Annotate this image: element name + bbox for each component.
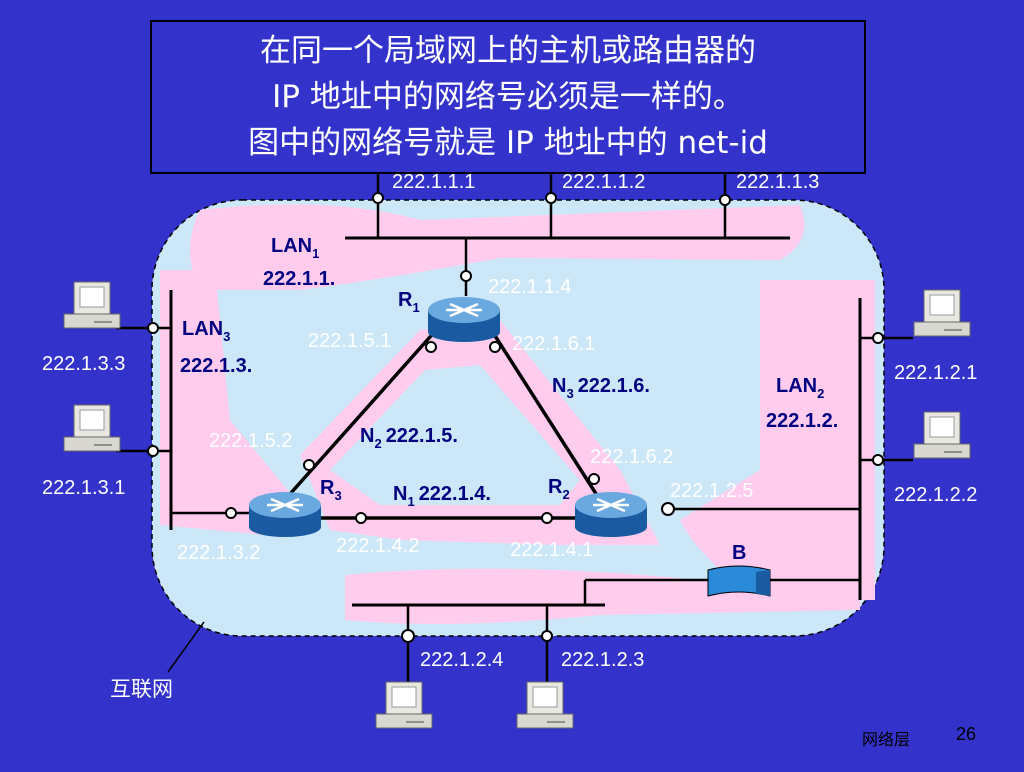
pc-icon: [913, 411, 971, 459]
lan1-ports: [372, 192, 731, 282]
r1-label: R1: [398, 289, 420, 315]
lan2-bottom-ports: [401, 629, 553, 643]
lan1-label: LAN1: [271, 235, 319, 261]
r3-n2-ip: 222.1.5.2: [209, 430, 292, 452]
r3-lan3-ip: 222.1.3.2: [177, 542, 260, 564]
host-ip-label: 222.1.3.1: [42, 477, 125, 499]
host-ip-label: 222.1.2.1: [894, 362, 977, 384]
internet-label: 互联网: [110, 677, 173, 701]
host-ip-label: 222.1.2.4: [420, 649, 503, 671]
r2-label: R2: [548, 476, 570, 502]
n-networks-inner: [330, 365, 580, 505]
router-r2-icon: [575, 492, 647, 537]
n3-link: [488, 327, 602, 501]
lan3-ports: [147, 322, 237, 519]
r1-n2-ip: 222.1.5.1: [308, 330, 391, 352]
bridge-label: B: [732, 542, 746, 564]
r1-n3-ip: 222.1.6.1: [512, 333, 595, 355]
n2-link: [280, 326, 440, 505]
pc-icon: [516, 681, 574, 729]
host-ip-label: 222.1.2.3: [561, 649, 644, 671]
host-ip-label: 222.1.3.3: [42, 353, 125, 375]
lan1-highlight: [190, 204, 805, 290]
lan3-net: 222.1.3.: [180, 355, 252, 377]
lan2-label: LAN2: [776, 375, 824, 401]
lan2-links: [583, 336, 913, 605]
host-ip-label: 222.1.1.2: [562, 171, 645, 193]
router-r3-icon: [249, 492, 321, 537]
footer-page-number: 26: [956, 724, 977, 744]
lan3-label: LAN3: [182, 318, 230, 344]
lan1-net: 222.1.1.: [263, 268, 335, 290]
pc-icon: [913, 289, 971, 337]
pc-icon: [63, 404, 121, 452]
title-line: 图中的网络号就是 IP 地址中的 net-id: [248, 125, 768, 161]
pc-icon: [375, 681, 433, 729]
n-ports: [303, 341, 600, 524]
lan2-ports: [661, 332, 884, 516]
r2-n3-ip: 222.1.6.2: [590, 446, 673, 468]
r3-n1-ip: 222.1.4.2: [336, 535, 419, 557]
lan2-bottom-drops: [406, 605, 549, 682]
router-r1-icon: [428, 297, 500, 342]
title-line: 在同一个局域网上的主机或路由器的: [260, 33, 756, 69]
lan3-highlight: [160, 270, 300, 535]
r2-lan2-ip: 222.1.2.5: [670, 480, 753, 502]
footer-chapter: 网络层: [862, 730, 911, 749]
host-ip-label: 222.1.1.1: [392, 171, 475, 193]
bridge-icon: [707, 565, 771, 597]
internet-pointer: [167, 621, 205, 673]
pc-icon: [63, 281, 121, 329]
lan2-net: 222.1.2.: [766, 410, 838, 432]
title-box: 在同一个局域网上的主机或路由器的 IP 地址中的网络号必须是一样的。 图中的网络…: [150, 20, 866, 174]
host-computers: [63, 281, 971, 729]
host-ip-label: 222.1.2.2: [894, 484, 977, 506]
r2-n1-ip: 222.1.4.1: [510, 539, 593, 561]
r3-label: R3: [320, 477, 342, 503]
lan2-highlight: [680, 280, 875, 600]
title-line: IP 地址中的网络号必须是一样的。: [272, 79, 744, 115]
r1-lan1-ip: 222.1.1.4: [488, 276, 571, 298]
host-ip-label: 222.1.1.3: [736, 171, 819, 193]
